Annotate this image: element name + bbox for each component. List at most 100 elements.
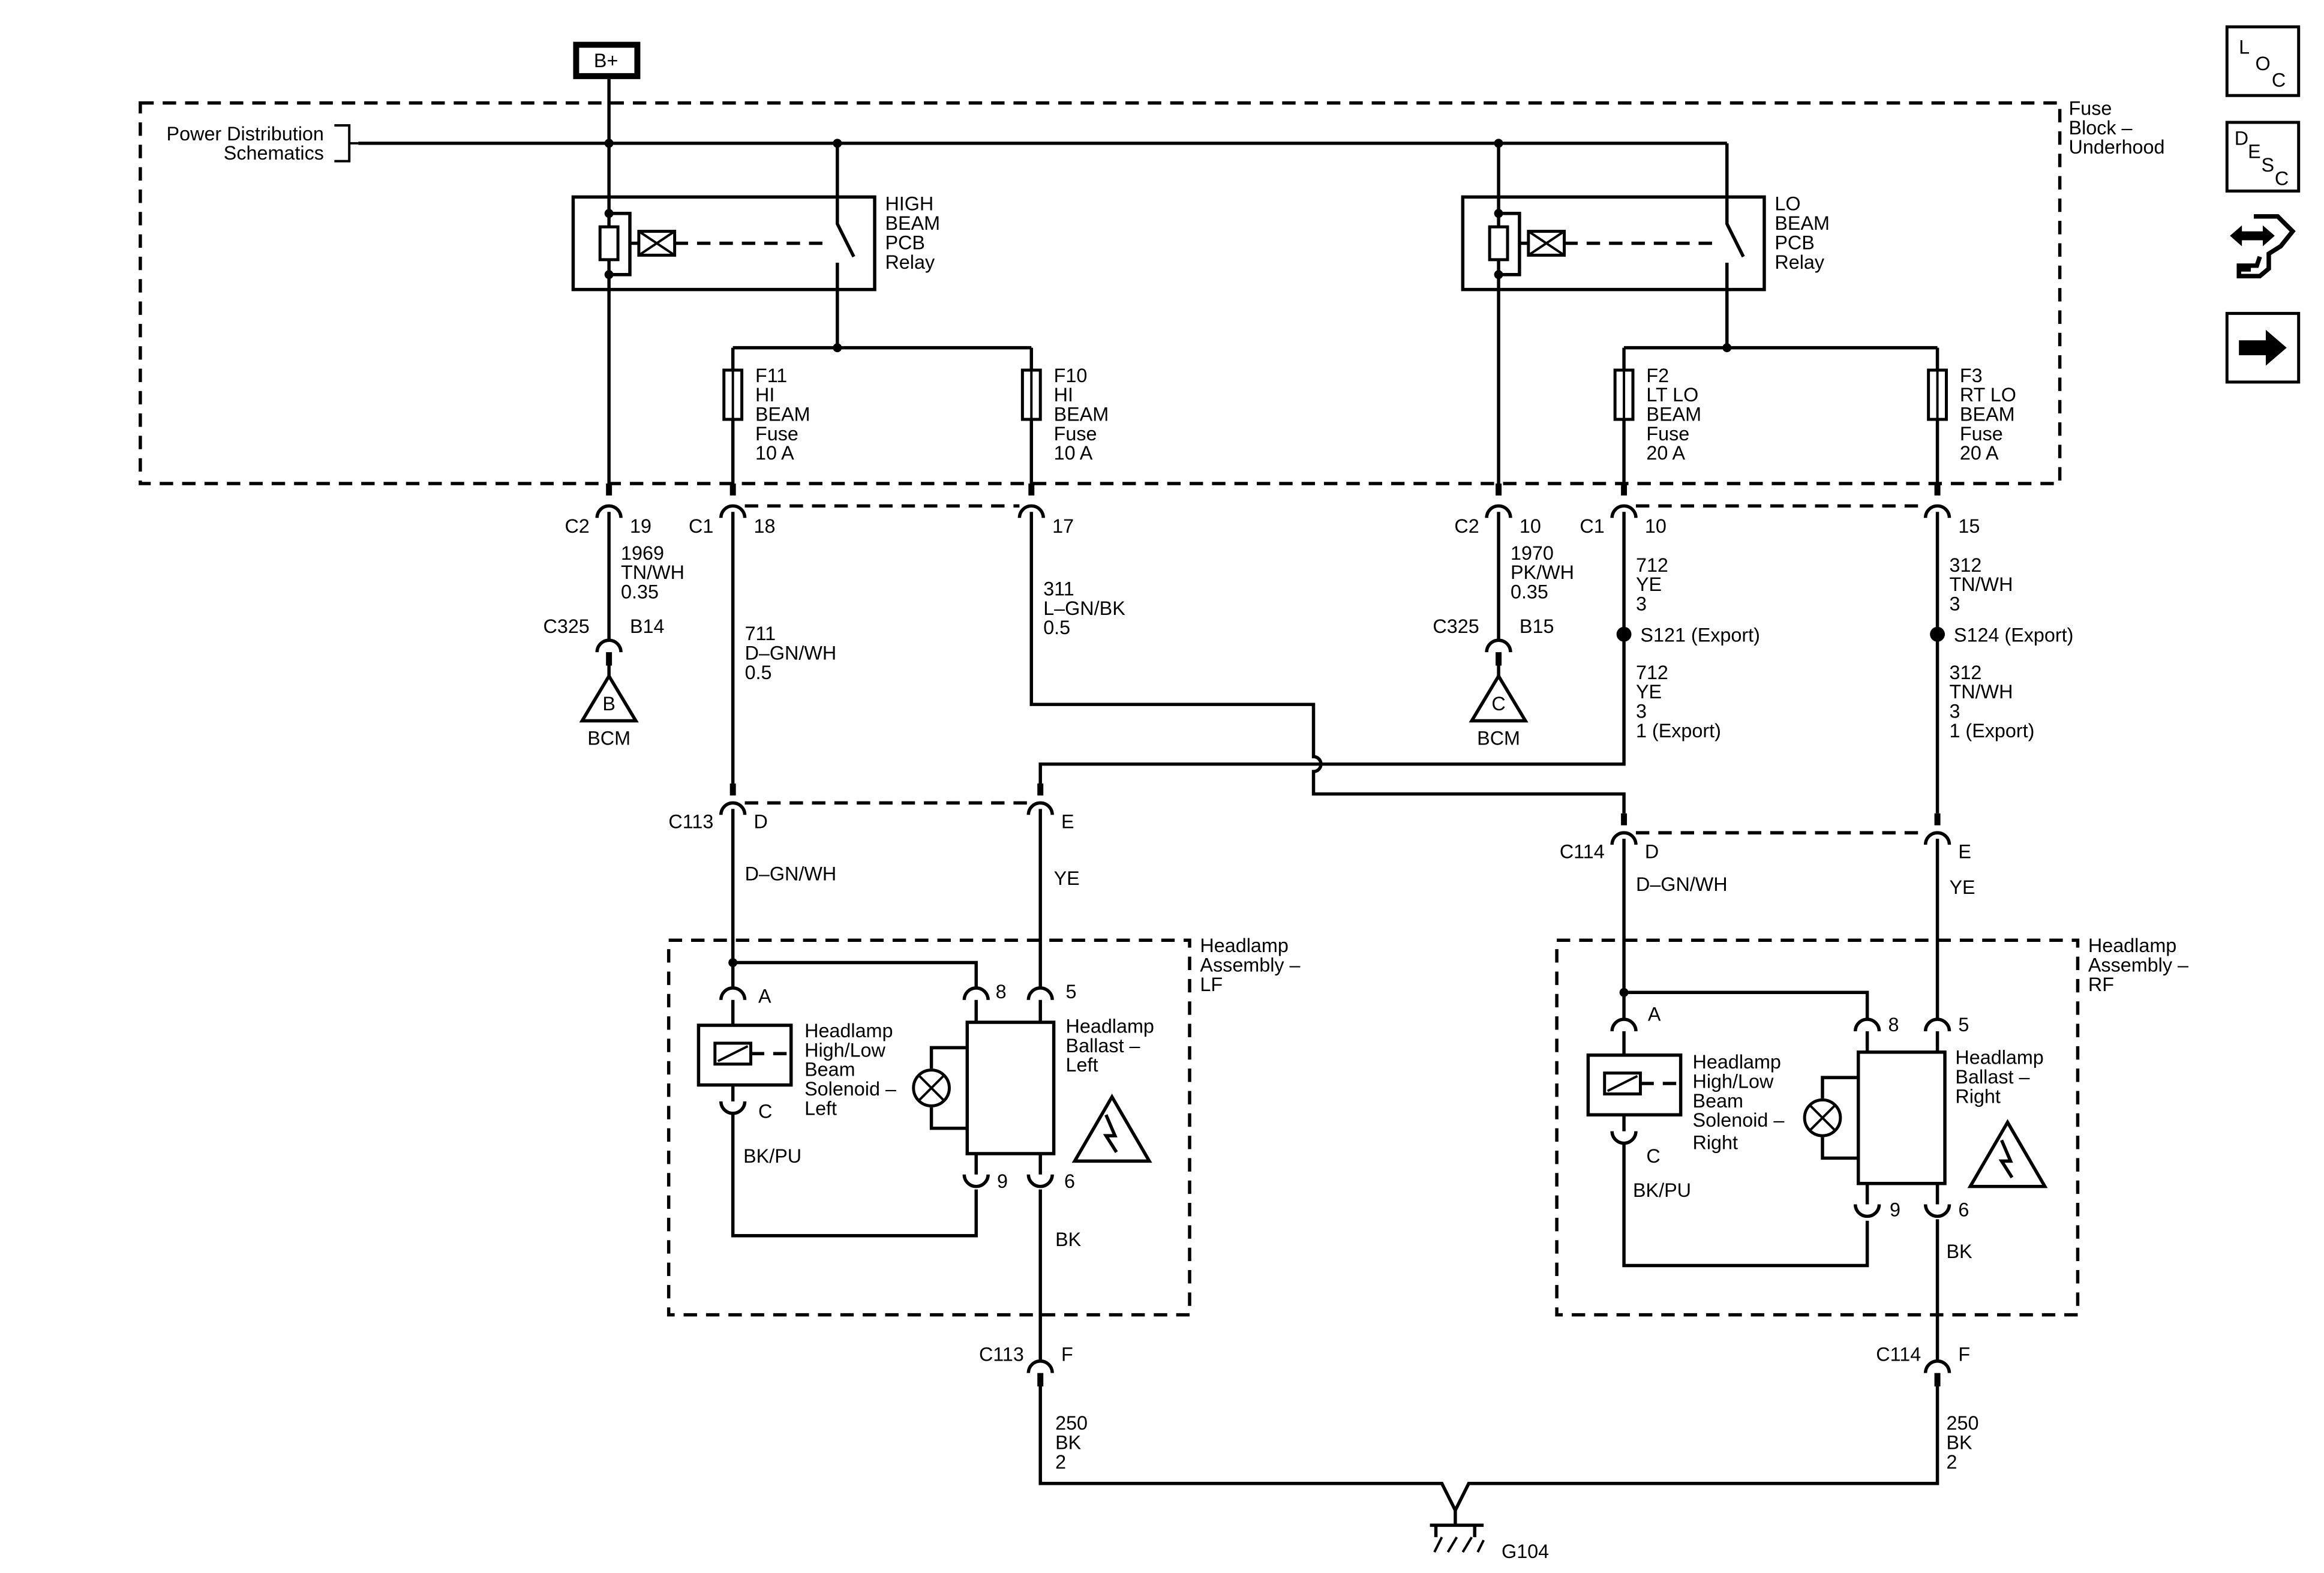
svg-text:17: 17: [1052, 515, 1074, 537]
svg-text:C113: C113: [979, 1344, 1024, 1365]
power-distribution-ref[interactable]: Power Distribution Schematics: [167, 123, 359, 164]
svg-text:C: C: [1646, 1145, 1660, 1167]
svg-text:1 (Export): 1 (Export): [1636, 720, 1721, 742]
svg-text:C1: C1: [689, 515, 713, 537]
connector-c114-top: C114 D E D–GN/WH YE: [1560, 813, 1975, 898]
bcm-c-branch: 1970 PK/WH 0.35 C325 B15 C BCM: [1433, 512, 1574, 749]
svg-text:6: 6: [1064, 1170, 1075, 1192]
svg-text:D–GN/WH: D–GN/WH: [745, 863, 837, 885]
svg-text:10: 10: [1645, 515, 1667, 537]
svg-text:Relay: Relay: [1774, 251, 1824, 273]
power-source-label: B+: [594, 50, 618, 71]
svg-text:Schematics: Schematics: [224, 142, 324, 164]
svg-text:E: E: [1061, 811, 1074, 833]
bcm-b-branch: 1969 TN/WH 0.35 C325 B14 B BCM: [544, 512, 684, 749]
svg-text:20 A: 20 A: [1646, 442, 1685, 464]
svg-text:BK/PU: BK/PU: [1633, 1179, 1691, 1201]
svg-text:Headlamp: Headlamp: [804, 1020, 893, 1041]
svg-text:Left: Left: [1066, 1054, 1098, 1076]
svg-text:Relay: Relay: [885, 251, 935, 273]
ground-connectors: C113 F C114 F 250 BK 2 250 BK 2: [979, 1344, 1978, 1514]
svg-text:F11: F11: [755, 365, 787, 386]
high-beam-relay: HIGH BEAM PCB Relay: [571, 139, 940, 484]
svg-text:Headlamp: Headlamp: [1200, 935, 1288, 956]
svg-text:C: C: [2272, 69, 2286, 91]
svg-text:PCB: PCB: [1774, 232, 1814, 253]
svg-text:LT LO: LT LO: [1646, 384, 1698, 406]
svg-text:1 (Export): 1 (Export): [1949, 720, 2034, 742]
svg-text:D: D: [1645, 840, 1659, 862]
svg-text:Block –: Block –: [2069, 117, 2133, 139]
svg-text:5: 5: [1066, 981, 1077, 1002]
svg-text:20 A: 20 A: [1960, 442, 1999, 464]
svg-text:Beam: Beam: [804, 1059, 855, 1080]
svg-text:BEAM: BEAM: [1774, 212, 1830, 234]
svg-text:6: 6: [1958, 1199, 1969, 1220]
svg-text:HIGH: HIGH: [885, 193, 933, 215]
svg-text:B14: B14: [630, 616, 665, 637]
connector-swap-icon[interactable]: [2230, 214, 2296, 278]
svg-text:Power Distribution: Power Distribution: [167, 123, 324, 145]
svg-text:Assembly –: Assembly –: [1200, 954, 1300, 975]
svg-text:S: S: [2261, 154, 2274, 176]
svg-text:Ballast –: Ballast –: [1955, 1066, 2029, 1088]
svg-text:D–GN/WH: D–GN/WH: [1636, 873, 1728, 895]
fuse-block-boundary: [139, 101, 2062, 485]
svg-text:B15: B15: [1520, 616, 1554, 637]
ballast-left-label: Headlamp Ballast – Left: [1066, 1015, 1154, 1076]
svg-text:TN/WH: TN/WH: [1949, 574, 2013, 595]
svg-text:Headlamp: Headlamp: [1693, 1051, 1781, 1073]
svg-text:TN/WH: TN/WH: [621, 562, 684, 583]
svg-text:C114: C114: [1876, 1344, 1921, 1365]
svg-text:D: D: [2235, 127, 2248, 149]
svg-text:HI: HI: [755, 384, 774, 406]
svg-text:C2: C2: [1454, 515, 1479, 537]
svg-text:712: 712: [1636, 662, 1668, 683]
svg-text:L–GN/BK: L–GN/BK: [1043, 598, 1125, 619]
fuse-f3: F3 RT LO BEAM Fuse 20 A: [1927, 347, 2016, 484]
svg-text:A: A: [758, 986, 771, 1007]
svg-text:312: 312: [1949, 662, 1981, 683]
connector-c113-top: C113 D E D–GN/WH YE: [668, 784, 1080, 889]
svg-text:High/Low: High/Low: [804, 1039, 885, 1061]
fuse-block-connectors: C2 19 C1 18 17 C2 10 C1 10 15: [565, 484, 1980, 537]
svg-text:BK: BK: [1055, 1229, 1082, 1250]
svg-text:18: 18: [753, 515, 775, 537]
solenoid-left-label: Headlamp High/Low Beam Solenoid – Left: [804, 1020, 896, 1119]
splice-s124-label: S124 (Export): [1954, 625, 2073, 646]
svg-text:BK/PU: BK/PU: [743, 1145, 801, 1167]
svg-text:250: 250: [1055, 1412, 1088, 1434]
svg-text:311: 311: [1043, 578, 1074, 600]
svg-text:C: C: [1491, 693, 1505, 715]
svg-text:10 A: 10 A: [1054, 442, 1093, 464]
splice-s121-label: S121 (Export): [1640, 625, 1759, 646]
svg-text:F2: F2: [1646, 365, 1669, 386]
svg-text:RF: RF: [2088, 974, 2114, 995]
loc-button[interactable]: L O C: [2225, 25, 2301, 97]
power-source: B+: [573, 41, 641, 79]
headlamp-assembly-lf: Headlamp Assembly – LF A 8 5 C BK/PU Hea…: [666, 809, 1301, 1361]
svg-text:LF: LF: [1200, 974, 1223, 995]
ground-g104: G104: [1430, 1510, 1549, 1562]
svg-text:F10: F10: [1054, 365, 1088, 386]
svg-text:PCB: PCB: [885, 232, 924, 253]
svg-text:9: 9: [997, 1170, 1008, 1192]
svg-text:RT LO: RT LO: [1960, 384, 2016, 406]
svg-text:A: A: [1648, 1004, 1661, 1025]
next-arrow-button[interactable]: [2225, 311, 2301, 384]
svg-text:C: C: [758, 1100, 772, 1122]
svg-text:Ballast –: Ballast –: [1066, 1035, 1140, 1056]
desc-button[interactable]: D E S C: [2225, 121, 2301, 193]
svg-text:Fuse: Fuse: [1960, 423, 2003, 445]
svg-text:LO: LO: [1774, 193, 1800, 215]
svg-text:TN/WH: TN/WH: [1949, 681, 2013, 703]
svg-text:BEAM: BEAM: [1646, 404, 1701, 425]
svg-text:Underhood: Underhood: [2069, 136, 2165, 158]
svg-text:YE: YE: [1949, 876, 1975, 898]
svg-text:C114: C114: [1560, 840, 1605, 862]
svg-text:C325: C325: [1433, 616, 1479, 637]
svg-text:3: 3: [1949, 701, 1960, 722]
svg-text:Solenoid –: Solenoid –: [804, 1078, 896, 1100]
svg-text:3: 3: [1636, 701, 1647, 722]
svg-text:BEAM: BEAM: [1960, 404, 2015, 425]
